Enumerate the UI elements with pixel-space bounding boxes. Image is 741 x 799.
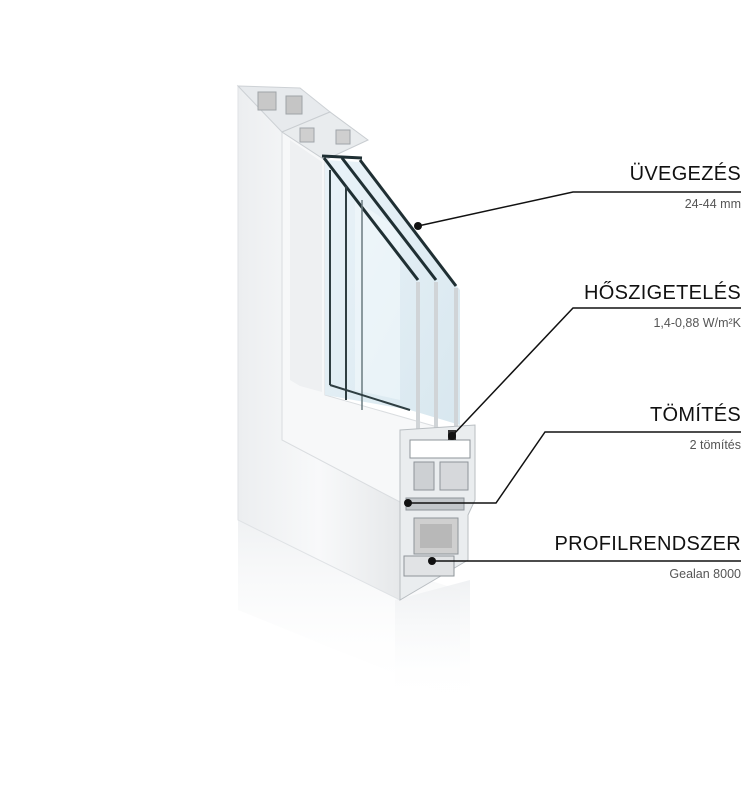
callout-tomites: TÖMÍTÉS 2 tömítés [481, 403, 741, 453]
glazing [321, 154, 460, 438]
outer-frame [236, 84, 401, 601]
leader-hoszigeteles [451, 307, 741, 437]
callout-title: ÜVEGEZÉS [629, 163, 741, 185]
floor-reflection [238, 520, 470, 705]
callout-value: Gealan 8000 [669, 567, 741, 581]
callout-title: TÖMÍTÉS [650, 404, 741, 426]
callout-title: HŐSZIGETELÉS [584, 282, 741, 304]
callout-value: 2 tömítés [689, 438, 741, 452]
callout-value: 24-44 mm [684, 197, 741, 211]
callout-profilrendszer: PROFILRENDSZER Gealan 8000 [481, 532, 741, 582]
profile-cross-section [399, 424, 476, 601]
callout-title: PROFILRENDSZER [554, 533, 741, 555]
leader-dots [404, 222, 456, 565]
callout-value: 1,4-0,88 W/m²K [653, 316, 741, 330]
leader-lines [408, 191, 741, 562]
callout-hoszigeteles: HŐSZIGETELÉS 1,4-0,88 W/m²K [481, 281, 741, 331]
leader-tomites [408, 431, 741, 504]
leader-uvegezes [417, 191, 741, 227]
callout-uvegezes: ÜVEGEZÉS 24-44 mm [481, 162, 741, 212]
